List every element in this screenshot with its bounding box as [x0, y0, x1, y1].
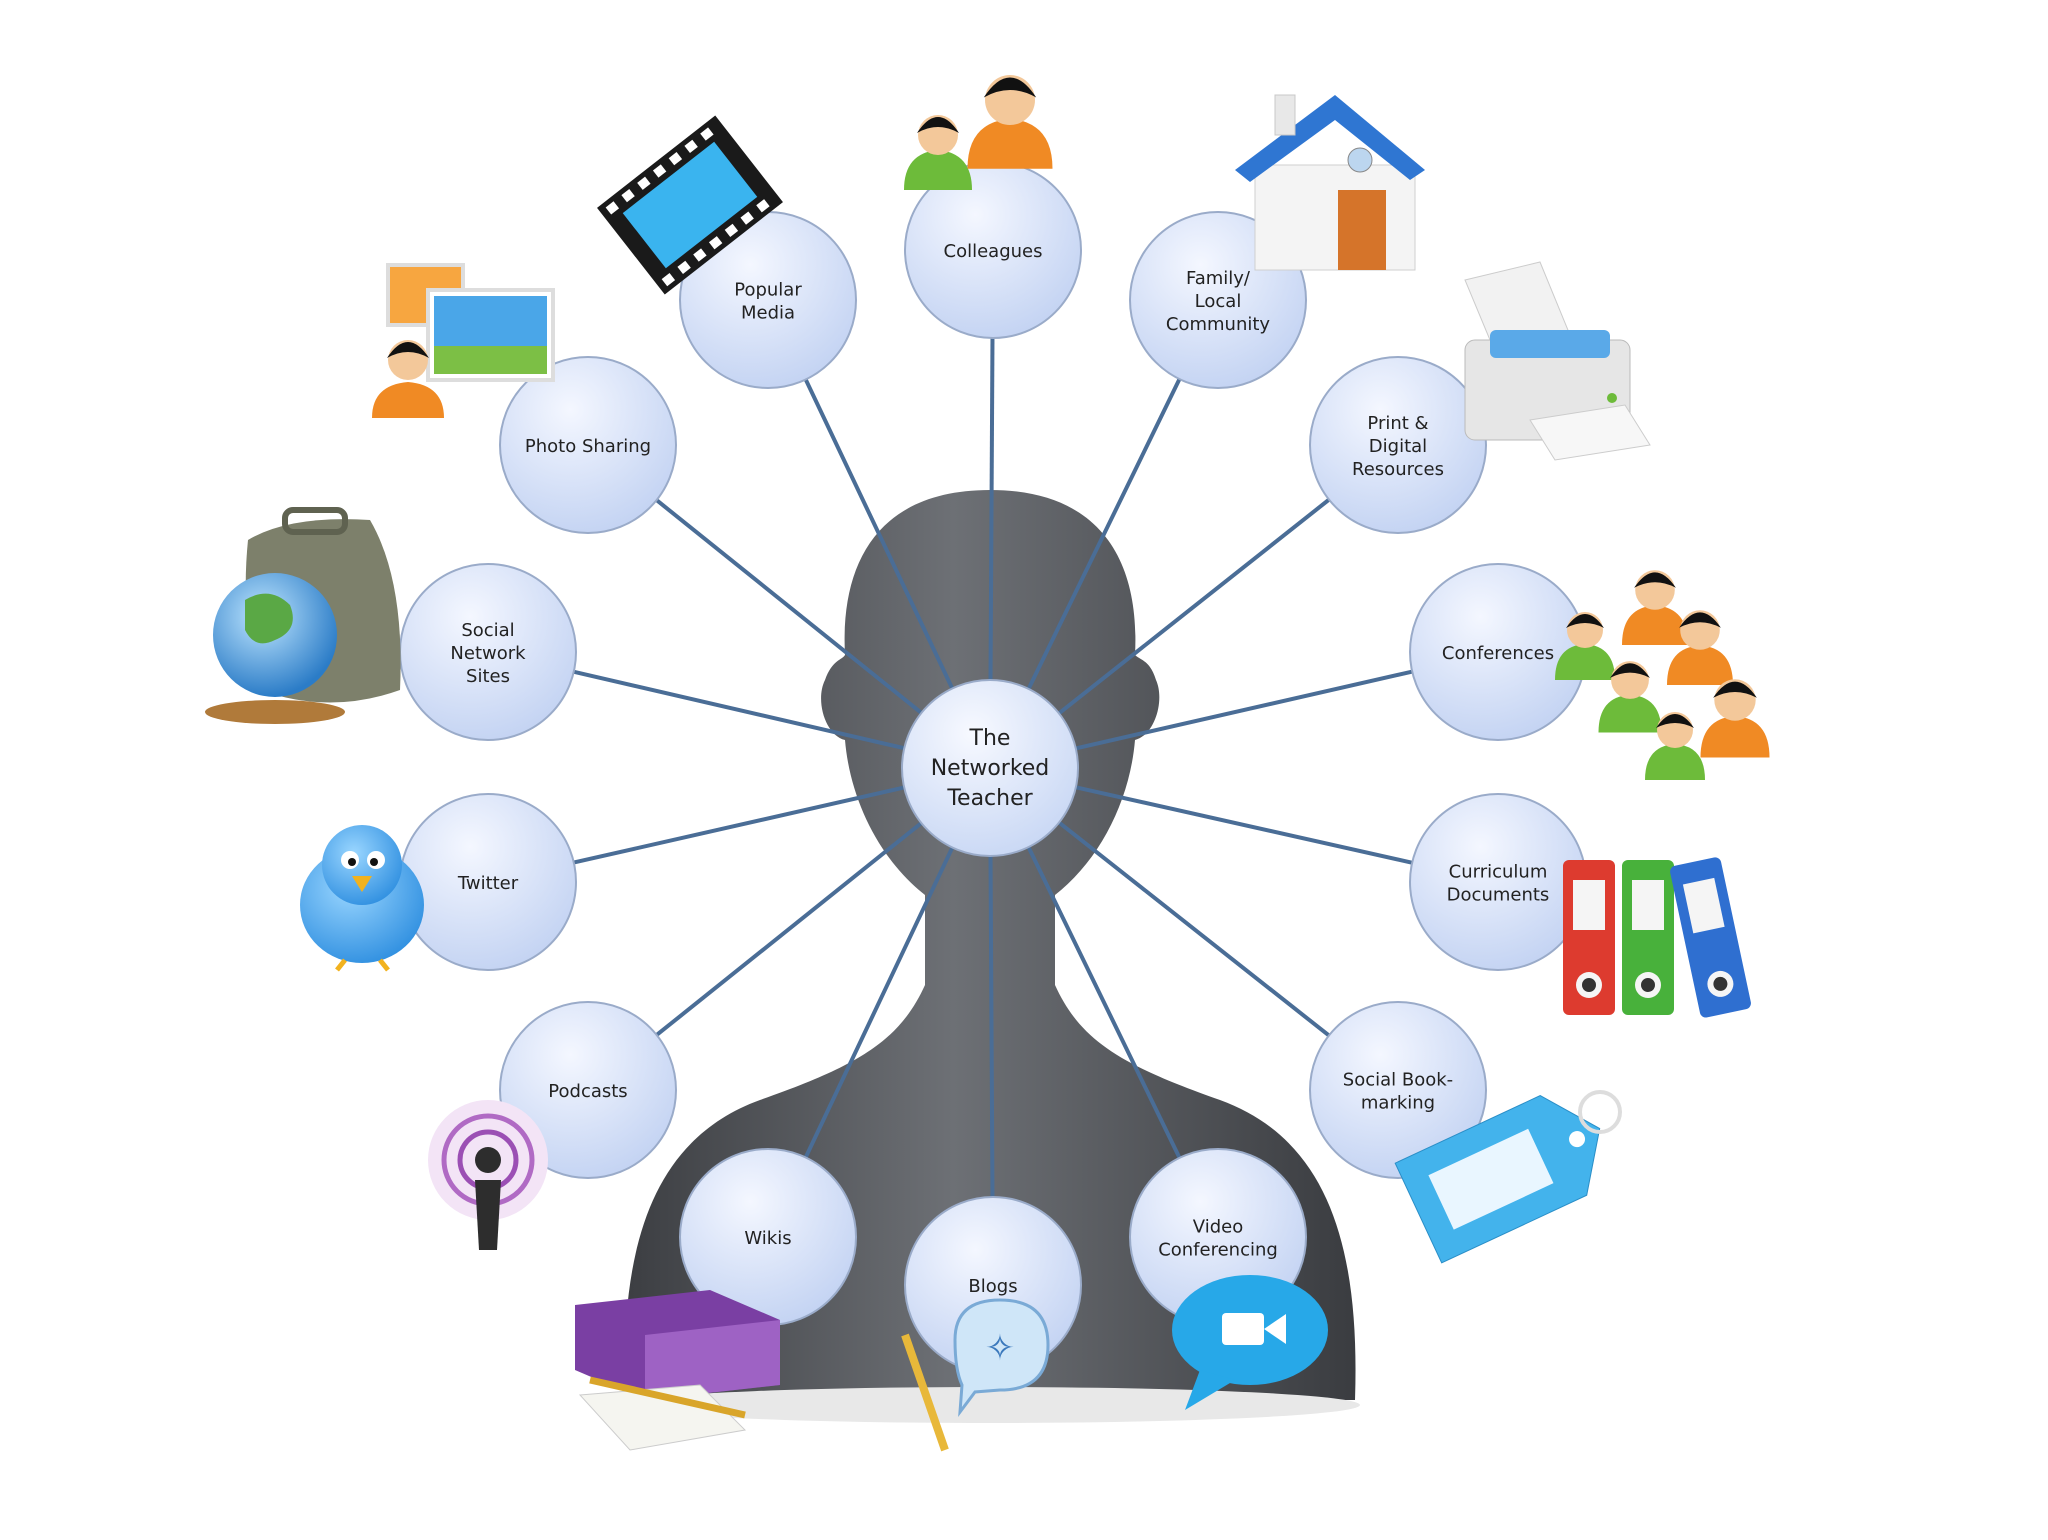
box-pencil-icon	[575, 1290, 780, 1451]
node-label-video-conferencing-0: Video	[1193, 1217, 1243, 1238]
node-label-wikis-0: Wikis	[744, 1228, 791, 1249]
connector-photo-sharing	[653, 497, 926, 717]
connector-wikis	[802, 843, 956, 1161]
connector-video-conferencing	[1024, 842, 1183, 1161]
speech-bubble-icon: ✧	[901, 1298, 1050, 1452]
node-label-photo-sharing-0: Photo Sharing	[525, 436, 651, 457]
node-label-popular-media-1: Media	[741, 303, 795, 324]
podcast-icon	[428, 1100, 548, 1250]
node-social-bookmarking: Social Book-marking	[1309, 1001, 1487, 1179]
center-line-1: The	[969, 726, 1011, 751]
node-label-family-community-0: Family/	[1186, 268, 1251, 289]
node-label-social-network-0: Social	[461, 620, 514, 641]
node-label-print-digital-2: Resources	[1352, 459, 1444, 480]
connector-podcasts	[653, 818, 926, 1038]
crowd-icon	[1555, 570, 1770, 780]
center-node: The Networked Teacher	[901, 679, 1079, 857]
connector-social-bookmarking	[1054, 818, 1332, 1039]
connector-social-network	[571, 669, 909, 752]
node-colleagues: Colleagues	[904, 161, 1082, 339]
node-label-podcasts-0: Podcasts	[548, 1081, 627, 1102]
node-label-video-conferencing-1: Conferencing	[1158, 1240, 1278, 1261]
node-label-social-network-2: Sites	[466, 666, 510, 687]
node-label-family-community-1: Local	[1195, 291, 1242, 312]
node-label-family-community-2: Community	[1166, 314, 1271, 335]
node-podcasts: Podcasts	[499, 1001, 677, 1179]
house-icon	[1235, 94, 1425, 271]
tag-icon	[1394, 1090, 1622, 1264]
connector-colleagues	[988, 335, 995, 685]
node-photo-sharing: Photo Sharing	[499, 356, 677, 534]
connector-curriculum	[1071, 784, 1415, 866]
printer-icon	[1464, 261, 1651, 461]
film-strip-icon	[597, 115, 783, 295]
connector-popular-media	[803, 376, 956, 693]
photos-icon	[372, 263, 555, 418]
bird-icon	[300, 825, 424, 972]
binders-icon	[1563, 857, 1751, 1018]
node-label-twitter-0: Twitter	[457, 873, 519, 894]
connector-print-digital	[1054, 496, 1332, 718]
node-label-popular-media-0: Popular	[734, 280, 802, 301]
node-conferences: Conferences	[1409, 563, 1587, 741]
center-line-3: Teacher	[946, 786, 1033, 811]
center-line-2: Networked	[931, 756, 1050, 781]
node-twitter: Twitter	[399, 793, 577, 971]
connector-twitter	[571, 784, 909, 865]
node-label-blogs-0: Blogs	[968, 1276, 1017, 1297]
node-label-colleagues-0: Colleagues	[944, 241, 1043, 262]
node-label-social-bookmarking-1: marking	[1361, 1093, 1435, 1114]
node-label-print-digital-1: Digital	[1369, 436, 1427, 457]
node-label-social-bookmarking-0: Social Book-	[1343, 1070, 1453, 1091]
node-label-conferences-0: Conferences	[1442, 643, 1554, 664]
colleagues-icon	[904, 75, 1053, 190]
globe-bag-icon	[205, 507, 401, 724]
connector-lines	[571, 335, 1415, 1200]
connector-family-community	[1024, 376, 1183, 694]
node-label-social-network-1: Network	[450, 643, 526, 664]
node-label-curriculum-1: Documents	[1447, 885, 1550, 906]
node-label-curriculum-0: Curriculum	[1449, 862, 1548, 883]
node-wikis: Wikis	[679, 1148, 857, 1326]
connector-conferences	[1071, 669, 1415, 752]
node-label-print-digital-0: Print &	[1367, 413, 1428, 434]
video-chat-icon	[1172, 1275, 1328, 1410]
connector-blogs	[988, 851, 995, 1200]
svg-text:✧: ✧	[985, 1328, 1015, 1369]
